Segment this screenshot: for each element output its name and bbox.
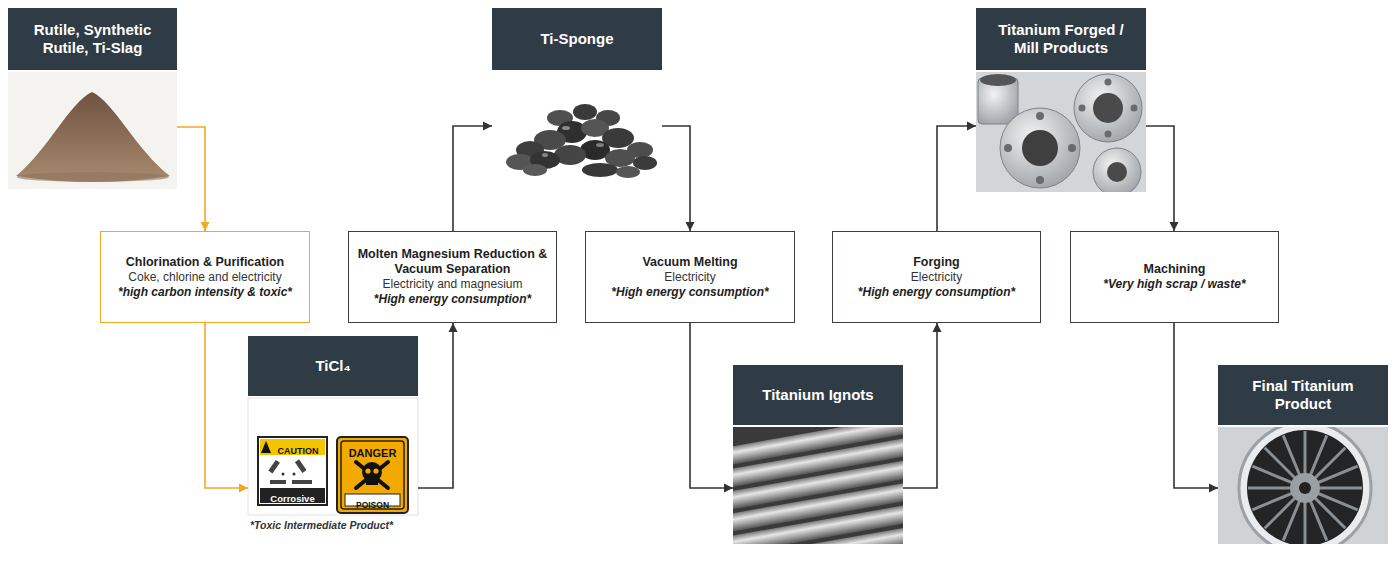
connector-line [937,126,976,231]
box-title: Forging [913,255,960,270]
process-box: Molten Magnesium Reduction & Vacuum Sepa… [348,231,557,323]
image-slot [733,425,903,548]
box-title: Chlorination & Purification [126,255,284,270]
sign-label: Corrosive [270,493,314,504]
arrowhead [201,222,210,231]
connector-line [1174,323,1218,488]
material-node: Rutile, Synthetic Rutile, Ti-Slag [8,8,177,193]
box-note: *High energy consumption* [611,285,768,300]
material-node: Titanium Forged / Mill Products [976,8,1146,196]
connector-line [662,126,690,231]
connector-line [177,127,205,231]
hazard-image [248,398,418,515]
material-node: Titanium Ignots [733,365,903,548]
ingot-image [733,427,903,544]
node-title: Ti-Sponge [540,30,613,48]
header-bar: Titanium Forged / Mill Products [976,8,1146,70]
arrowhead [483,122,492,131]
label-slot: DANGER [341,443,404,461]
image-slot [8,70,177,193]
box-body: Electricity [664,270,715,285]
process-box: Machining*Very high scrap / waste* [1070,231,1279,323]
sponge-image [492,72,662,189]
process-box: Vacuum MeltingElectricity*High energy co… [585,231,795,323]
box-body: Electricity and magnesium [382,277,522,292]
image-slot [976,70,1146,196]
box-title: Molten Magnesium Reduction & Vacuum Sepa… [357,247,548,277]
flange-image [976,72,1146,192]
label-slot: POISON [345,494,400,512]
image-slot [1218,425,1388,548]
arrowhead [933,323,942,332]
box-note: *Very high scrap / waste* [1103,277,1245,292]
connector [453,122,492,232]
connector-line [690,323,733,488]
header-bar: Ti-Sponge [492,8,662,70]
box-body: Coke, chlorine and electricity [128,270,281,285]
node-note: *Toxic Intermediate Product* [248,519,418,532]
connector-line [453,126,492,231]
sign-label: DANGER [349,447,397,459]
connector-line [903,323,937,488]
header-bar: Final Titanium Product [1218,365,1388,425]
connector [903,323,942,488]
engine-image [1218,427,1388,544]
arrowhead [686,222,695,231]
connector [662,126,695,231]
box-title: Machining [1144,262,1206,277]
connector [1146,126,1179,231]
connector [937,122,976,232]
connector [1174,323,1218,493]
connector-line [418,323,453,488]
box-body: Electricity [911,270,962,285]
box-note: *High energy consumption* [858,285,1015,300]
header-bar: Titanium Ignots [733,365,903,425]
connector [690,323,733,493]
sand-image [8,72,177,189]
node-title: Titanium Ignots [762,386,873,404]
node-title: Final Titanium Product [1226,377,1380,413]
material-node: Ti-Sponge [492,8,662,193]
label-slot: Corrosive [260,488,325,506]
node-title: Rutile, Synthetic Rutile, Ti-Slag [16,21,169,57]
material-node: Final Titanium Product [1218,365,1388,548]
node-title: TiCl₄ [315,357,350,375]
arrowhead [1170,222,1179,231]
label-slot: CAUTION [270,440,326,458]
connector [205,323,248,493]
box-title: Vacuum Melting [642,255,737,270]
connector [418,323,458,488]
arrowhead [449,323,458,332]
arrowhead [239,484,248,493]
arrowhead [967,122,976,131]
connector [177,127,210,231]
process-box: Chlorination & PurificationCoke, chlorin… [100,231,310,323]
arrowhead [724,484,733,493]
connector-line [1146,126,1174,231]
node-title: Titanium Forged / Mill Products [984,21,1138,57]
sign-label: CAUTION [278,446,319,456]
box-note: *High energy consumption* [374,292,531,307]
box-note: *high carbon intensity & toxic* [118,285,292,300]
connector-line [205,323,248,488]
sign-label: POISON [356,500,389,510]
arrowhead [1209,484,1218,493]
header-bar: TiCl₄ [248,336,418,396]
process-box: ForgingElectricity*High energy consumpti… [832,231,1041,323]
header-bar: Rutile, Synthetic Rutile, Ti-Slag [8,8,177,70]
image-slot [492,70,662,193]
